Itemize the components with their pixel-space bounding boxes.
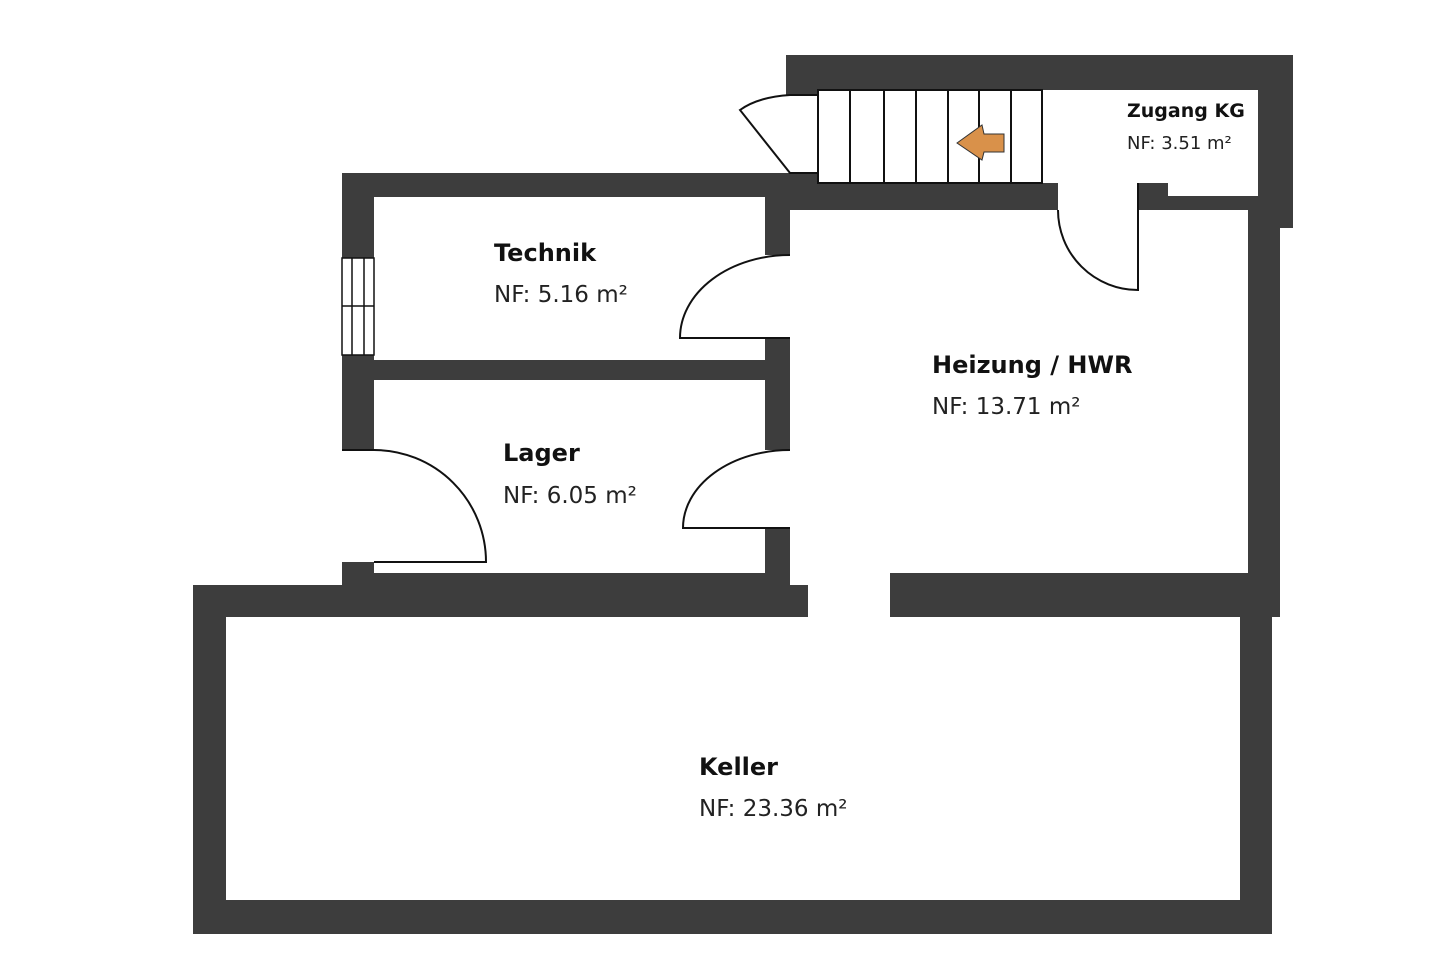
room-area: NF: 3.51 m² xyxy=(1127,133,1232,154)
door-stair-top xyxy=(738,94,818,174)
room-area: NF: 6.05 m² xyxy=(503,483,637,509)
door-lager-right xyxy=(681,449,791,529)
room-area: NF: 5.16 m² xyxy=(494,282,628,308)
doors xyxy=(342,94,1139,563)
room-name: Keller xyxy=(699,753,778,781)
window xyxy=(341,257,375,356)
room-name: Technik xyxy=(494,239,597,267)
room-name: Heizung / HWR xyxy=(932,351,1132,379)
room-keller: Keller NF: 23.36 m² xyxy=(699,753,848,822)
room-area: NF: 13.71 m² xyxy=(932,394,1081,420)
door-lager-left xyxy=(342,449,488,563)
door-technik xyxy=(678,254,791,339)
direction-arrow-icon xyxy=(956,124,1005,161)
door-zugang xyxy=(1057,183,1139,292)
room-zugang: Zugang KG NF: 3.51 m² xyxy=(1127,100,1245,154)
room-technik: Technik NF: 5.16 m² xyxy=(494,239,628,308)
room-lager: Lager NF: 6.05 m² xyxy=(503,439,637,509)
walls xyxy=(193,55,1293,934)
room-name: Lager xyxy=(503,439,580,467)
staircase xyxy=(817,89,1043,184)
room-heizung: Heizung / HWR NF: 13.71 m² xyxy=(932,351,1132,420)
room-name: Zugang KG xyxy=(1127,100,1245,122)
room-area: NF: 23.36 m² xyxy=(699,796,848,822)
